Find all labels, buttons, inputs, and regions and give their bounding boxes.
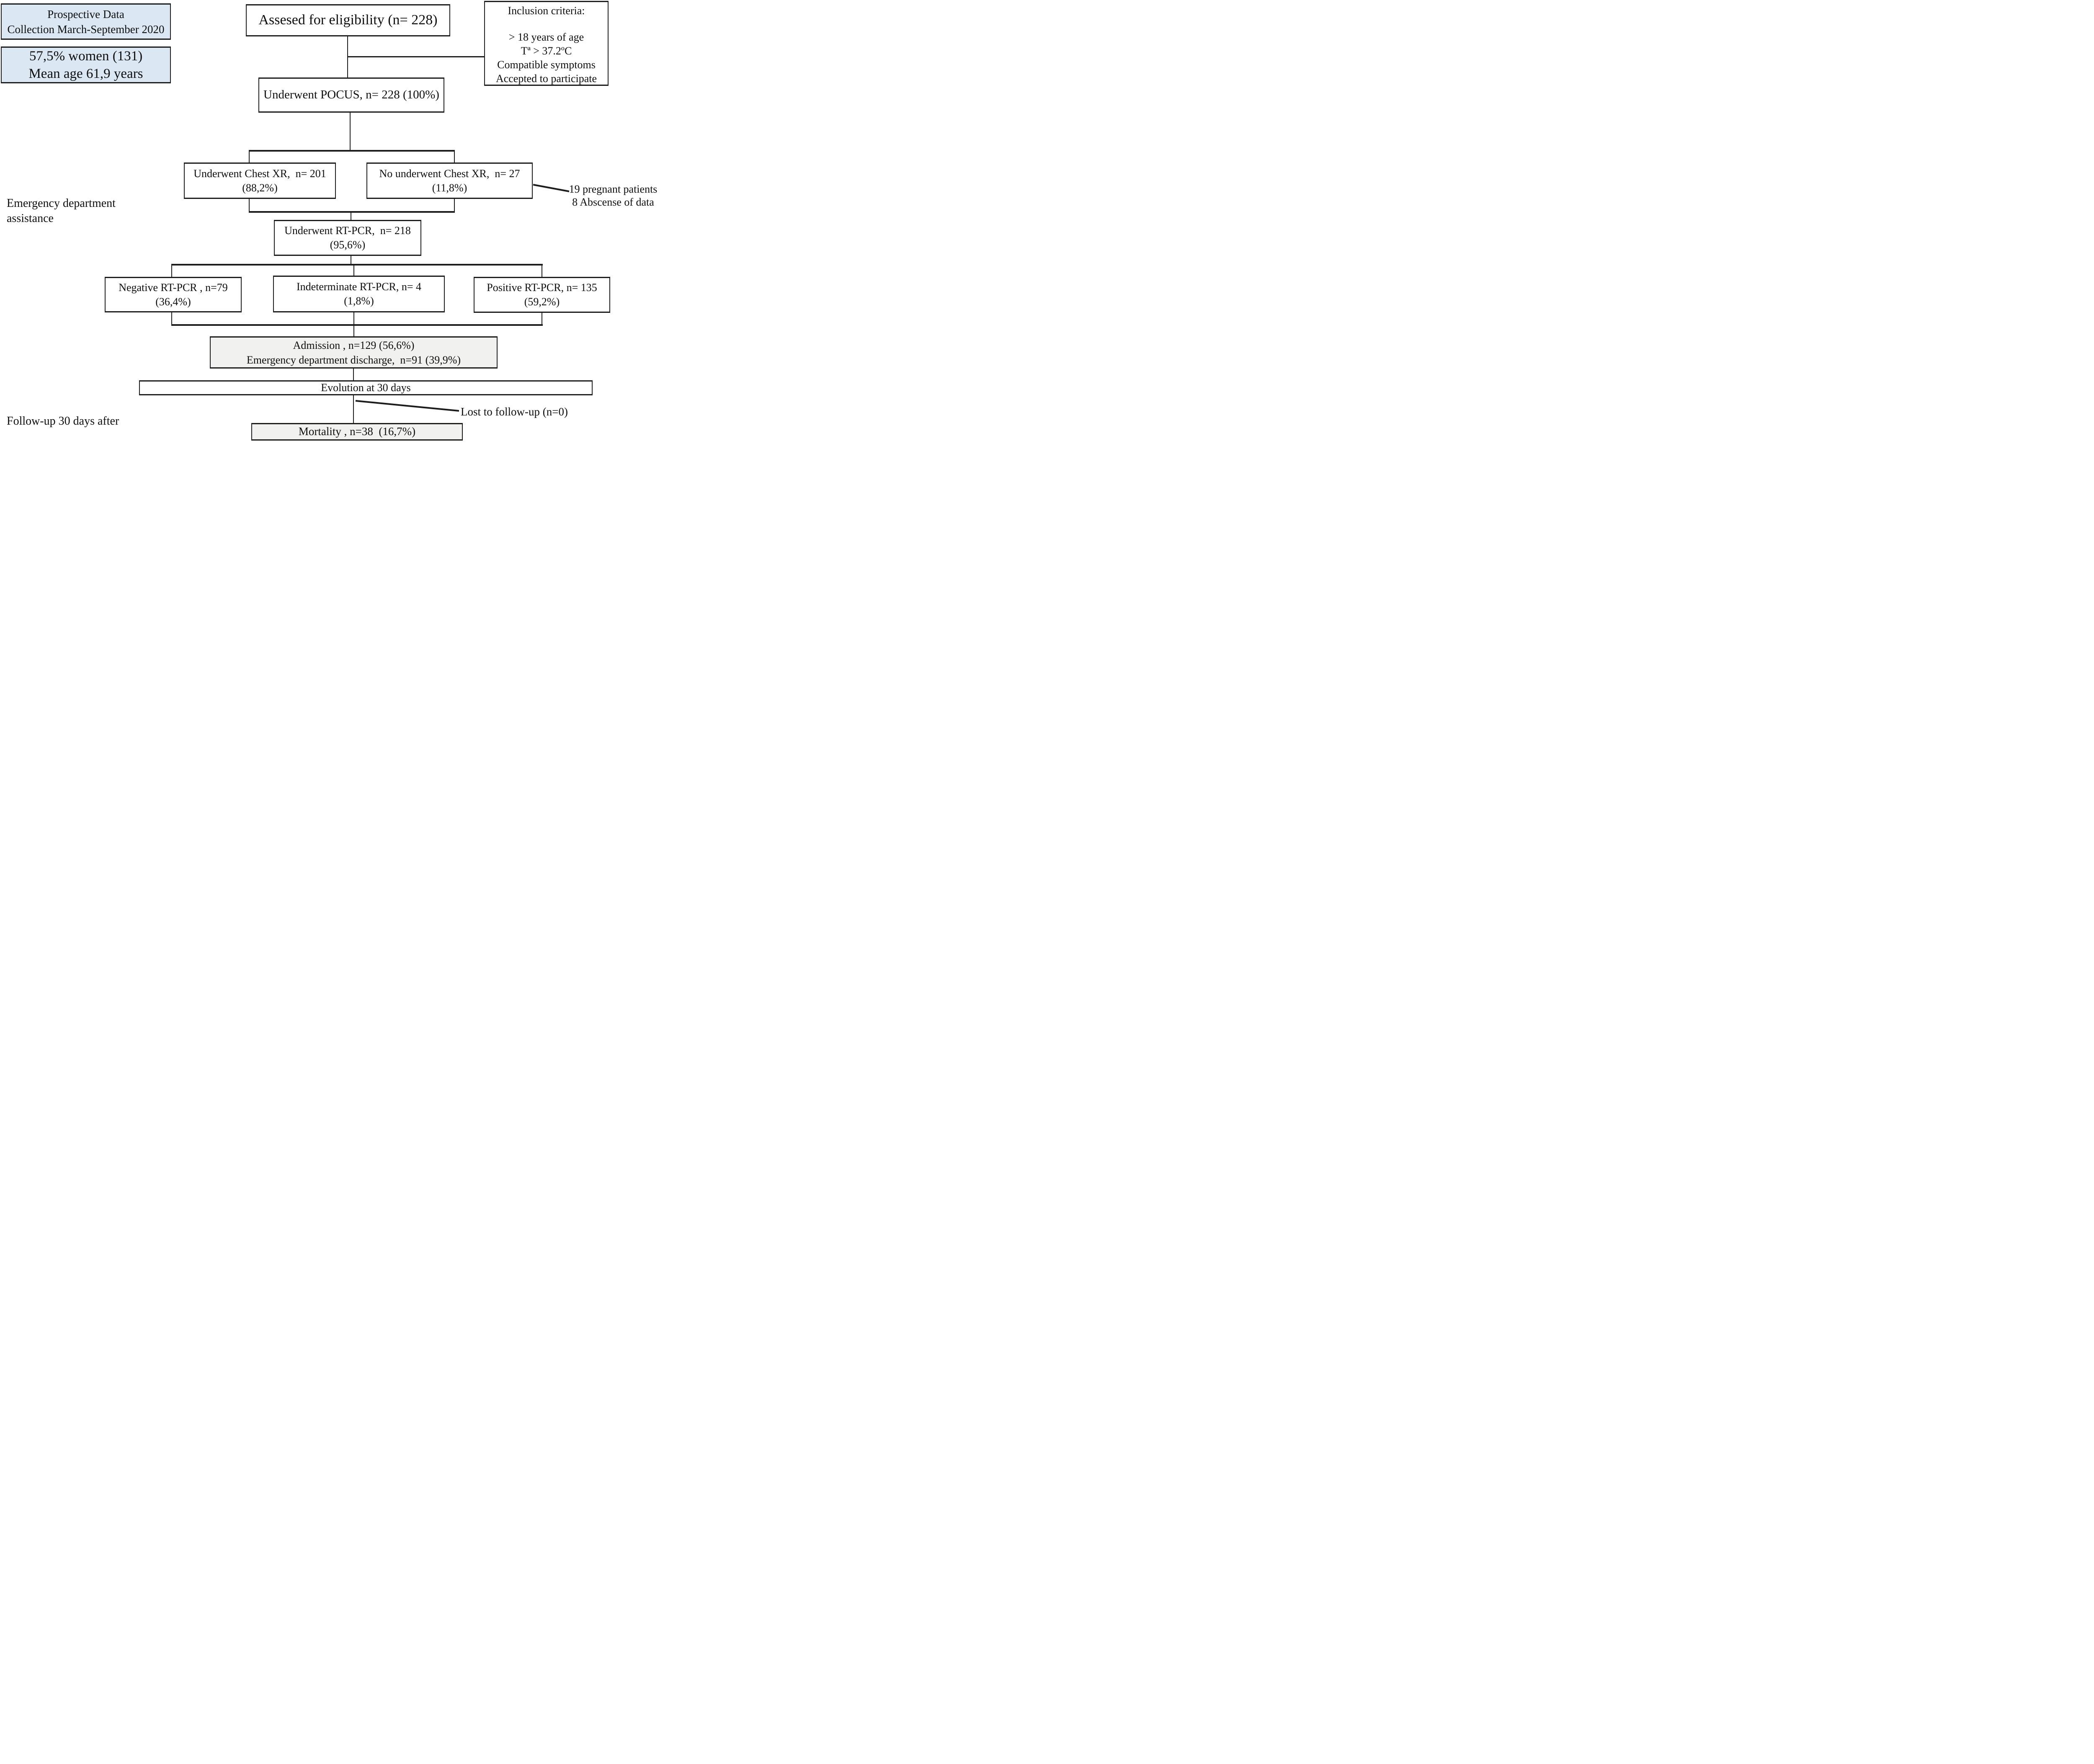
evolution-box: Evolution at 30 days [139, 380, 593, 395]
admission-line2: Emergency department discharge, n=91 (39… [246, 353, 461, 366]
demographics-line2: Mean age 61,9 years [28, 66, 143, 81]
pregnant-note-line1: 19 pregnant patients [569, 183, 658, 195]
chest-xr-line1: Underwent Chest XR, n= 201 [193, 167, 326, 180]
positive-line1: Positive RT-PCR, n= 135 [487, 281, 597, 294]
connector-pocus-to-splitbar [350, 113, 351, 151]
rtpcr-box: Underwent RT-PCR, n= 218 (95,6%) [274, 220, 421, 256]
inclusion-title: Inclusion criteria: [508, 5, 585, 17]
inclusion-item-temperature: Tª > 37.2ºC [521, 45, 572, 57]
connector-splitbar2-to-negative [171, 264, 172, 278]
prospective-line1: Prospective Data [47, 8, 124, 21]
indeterminate-rtpcr-box: Indeterminate RT-PCR, n= 4 (1,8%) [273, 276, 445, 312]
no-chest-xr-box: No underwent Chest XR, n= 27 (11,8%) [366, 162, 533, 199]
negative-line1: Negative RT-PCR , n=79 [119, 281, 228, 294]
emergency-department-label: Emergency department assistance [7, 196, 116, 226]
merge-bar-rtpcr-results [171, 324, 543, 326]
emergency-department-label-line2: assistance [7, 212, 54, 225]
chest-xr-box: Underwent Chest XR, n= 201 (88,2%) [184, 162, 336, 199]
no-chest-xr-line1: No underwent Chest XR, n= 27 [379, 167, 520, 180]
inclusion-item-symptoms: Compatible symptoms [497, 59, 596, 71]
positive-rtpcr-box: Positive RT-PCR, n= 135 (59,2%) [474, 277, 610, 313]
demographics-box: 57,5% women (131) Mean age 61,9 years [1, 46, 171, 83]
admission-line1: Admission , n=129 (56,6%) [293, 339, 415, 351]
connector-chestxr-to-mergebar [249, 199, 250, 212]
connector-splitbar-to-nochestxr [454, 150, 455, 163]
mortality-box: Mortality , n=38 (16,7%) [251, 423, 463, 441]
indeterminate-line2: (1,8%) [344, 295, 374, 307]
prospective-data-box: Prospective Data Collection March-Septem… [1, 3, 171, 40]
pregnant-note: 19 pregnant patients 8 Abscense of data [561, 183, 665, 209]
split-bar-rtpcr-results [171, 264, 543, 266]
pregnant-note-line2: 8 Abscense of data [572, 196, 654, 208]
demographics-line1: 57,5% women (131) [29, 49, 143, 64]
inclusion-criteria-box: Inclusion criteria: > 18 years of age Tª… [484, 1, 609, 86]
split-bar-chest-xr [249, 150, 455, 152]
lost-followup-note: Lost to follow-up (n=0) [461, 405, 568, 418]
chest-xr-line2: (88,2%) [242, 181, 278, 194]
connector-to-inclusion-criteria [347, 56, 485, 57]
inclusion-item-consent: Accepted to participate [495, 72, 597, 85]
pocus-box: Underwent POCUS, n= 228 (100%) [258, 77, 444, 113]
inclusion-item-age: > 18 years of age [508, 31, 584, 43]
prospective-line2: Collection March-September 2020 [7, 23, 165, 36]
mortality-text: Mortality , n=38 (16,7%) [298, 425, 416, 438]
admission-box: Admission , n=129 (56,6%) Emergency depa… [210, 336, 498, 369]
connector-splitbar2-to-indeterminate [353, 264, 354, 276]
connector-evolution-to-mortality [353, 395, 354, 424]
flow-diagram: Prospective Data Collection March-Septem… [0, 0, 665, 441]
merge-bar-chest-xr [249, 211, 455, 213]
rtpcr-line1: Underwent RT-PCR, n= 218 [284, 224, 411, 237]
emergency-department-label-line1: Emergency department [7, 197, 116, 210]
indeterminate-line1: Indeterminate RT-PCR, n= 4 [296, 281, 422, 293]
connector-admission-to-evolution [353, 369, 354, 381]
assessed-eligibility-box: Assesed for eligibility (n= 228) [246, 4, 450, 36]
followup-label: Follow-up 30 days after [7, 415, 119, 428]
diagonal-to-lost-followup-note [355, 400, 459, 412]
evolution-text: Evolution at 30 days [321, 382, 411, 394]
connector-nochestxr-to-mergebar [454, 199, 455, 212]
negative-line2: (36,4%) [155, 295, 191, 308]
no-chest-xr-line2: (11,8%) [432, 181, 467, 194]
assessed-text: Assesed for eligibility (n= 228) [258, 12, 438, 28]
connector-negative-to-mergebar2 [171, 312, 172, 326]
connector-splitbar-to-chestxr [249, 150, 250, 163]
rtpcr-line2: (95,6%) [330, 239, 366, 251]
negative-rtpcr-box: Negative RT-PCR , n=79 (36,4%) [105, 277, 242, 312]
positive-line2: (59,2%) [524, 296, 560, 308]
pocus-text: Underwent POCUS, n= 228 (100%) [263, 88, 439, 102]
